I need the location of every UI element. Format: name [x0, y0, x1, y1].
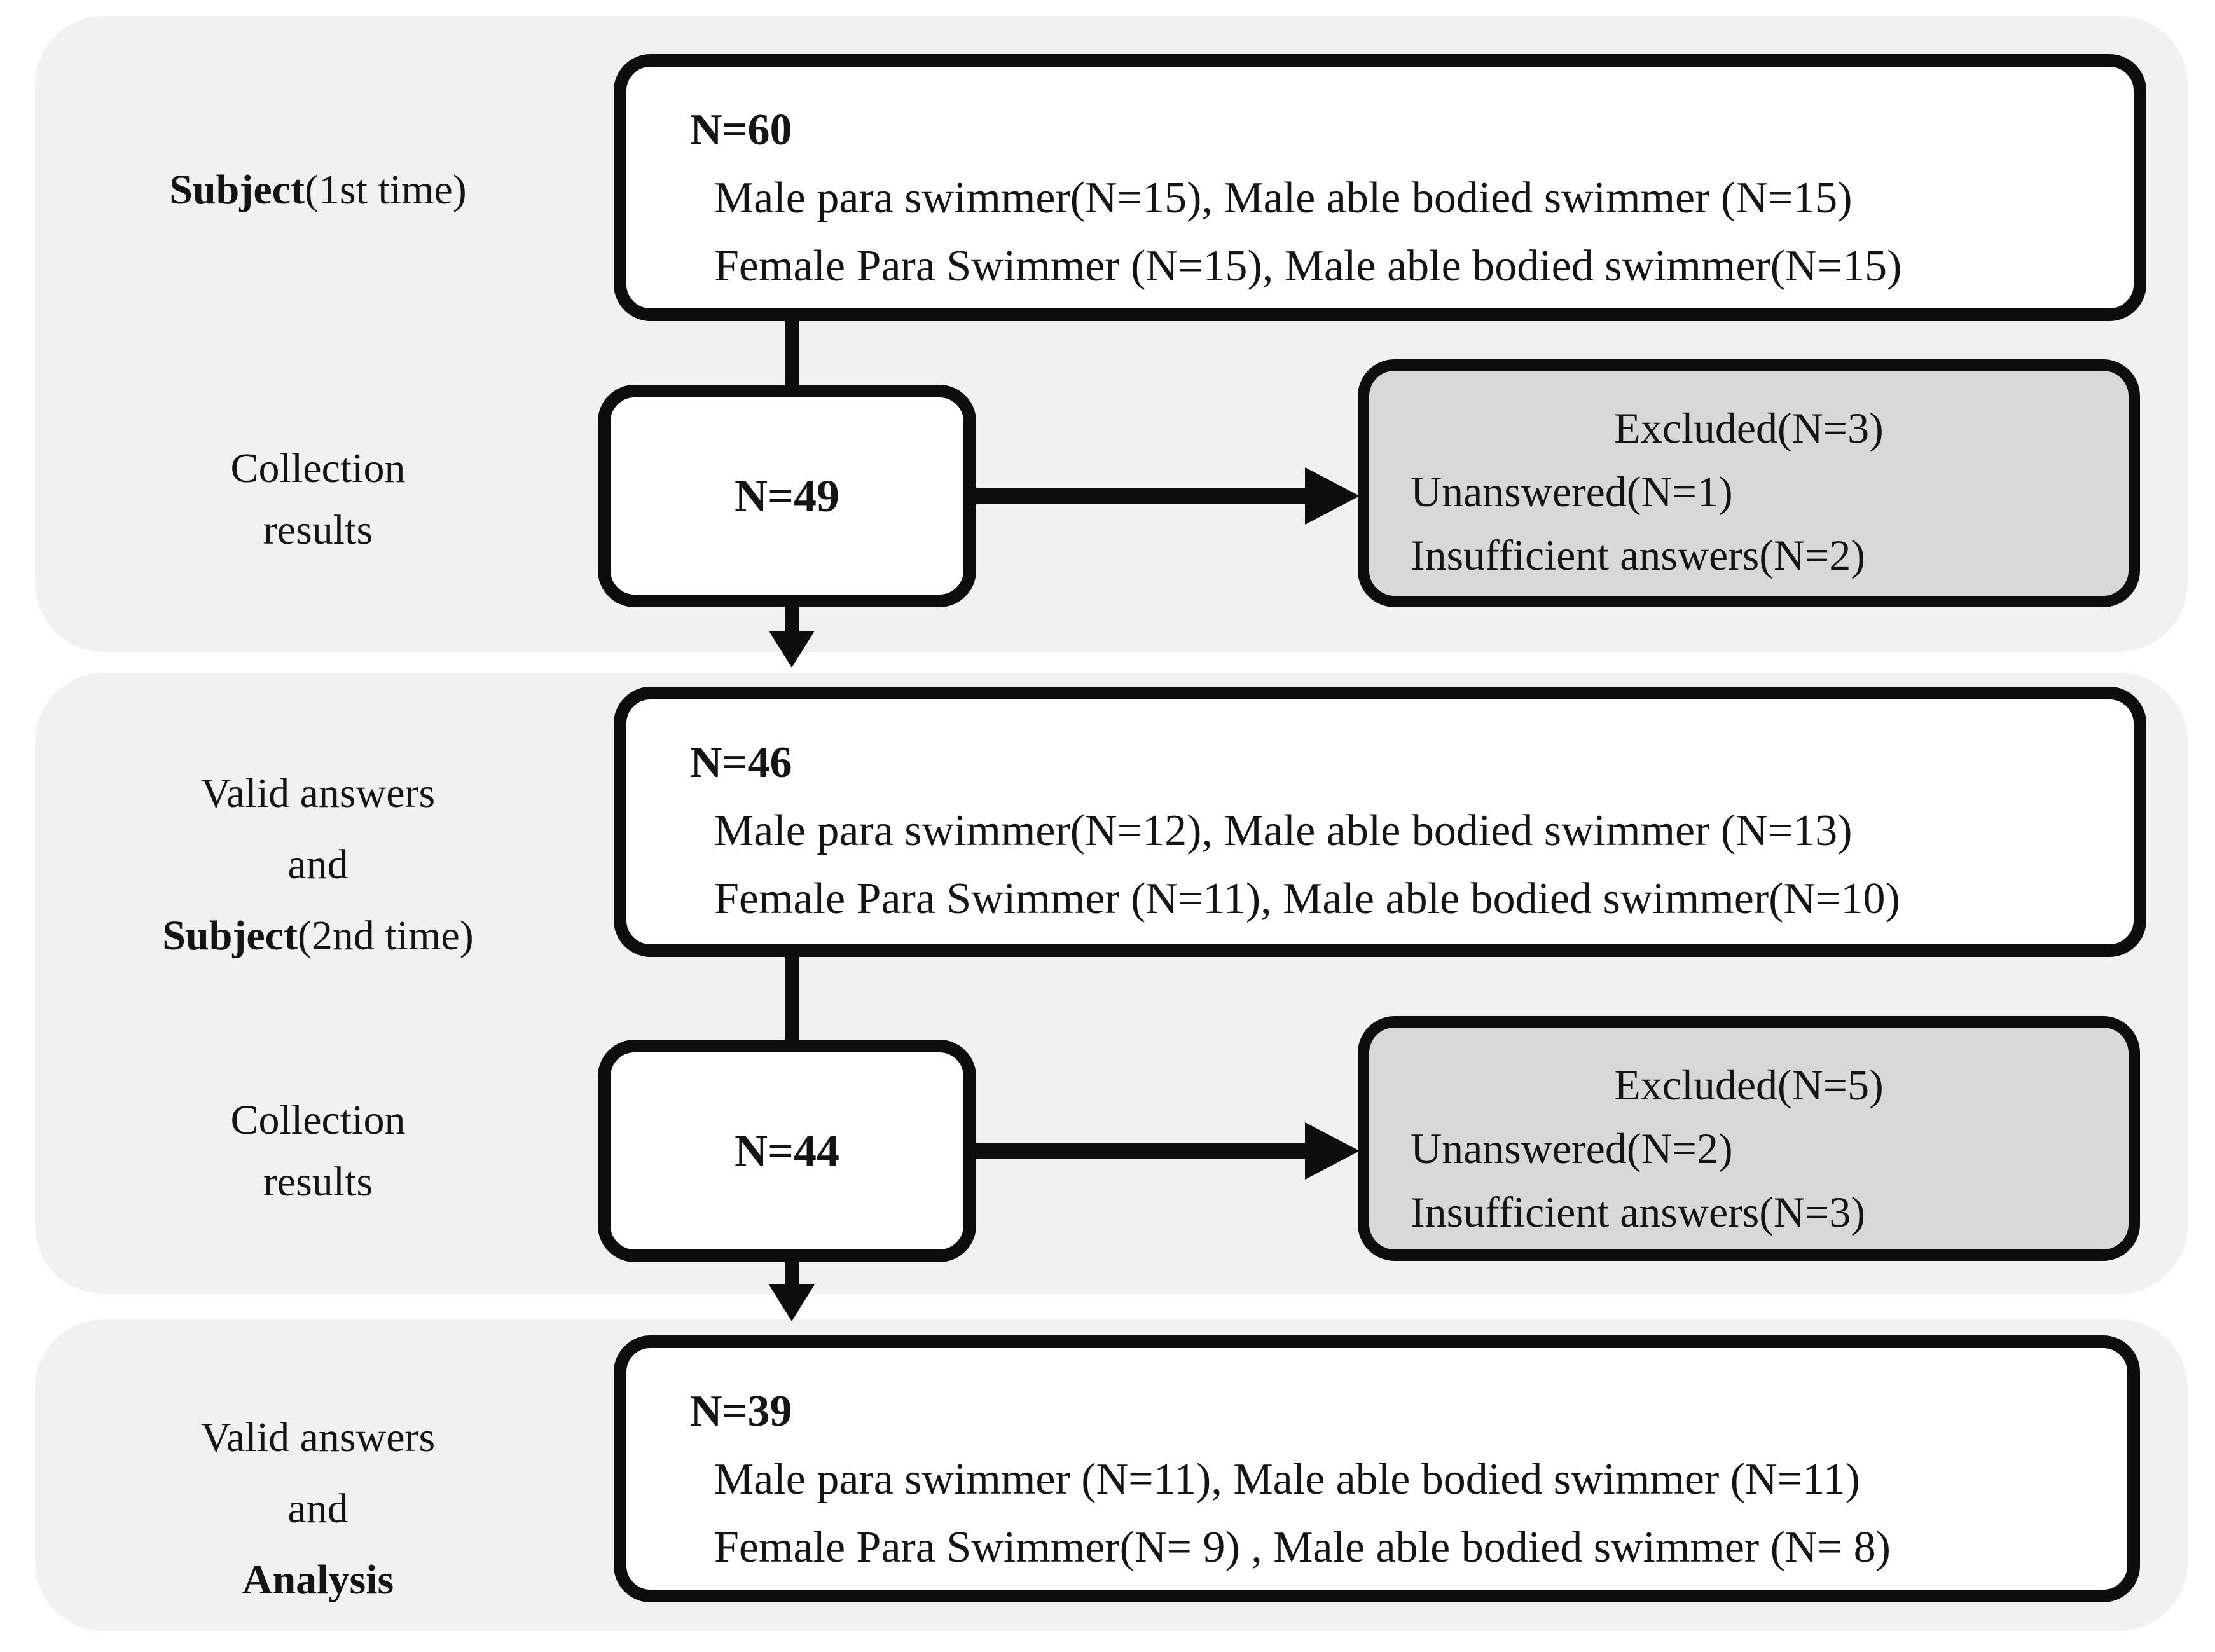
row-label-line: and: [287, 841, 348, 888]
arrowhead-into-excluded1: [1305, 467, 1360, 525]
row-label-subject-1st-time: Subject(1st time): [60, 155, 576, 226]
row-label-line: Collection: [230, 445, 406, 492]
label-subject2-bold: Subject: [162, 912, 298, 959]
box-n46-detail-male: Male para swimmer(N=12), Male able bodie…: [714, 806, 1853, 855]
label-subject-bold: Subject: [169, 167, 305, 213]
excluded2-reason-insufficient: Insufficient answers(N=3): [1411, 1188, 1865, 1236]
label-analysis-bold: Analysis: [242, 1557, 394, 1603]
row-label-collection-results-1: Collection results: [60, 437, 576, 561]
row-label-collection-results-2: Collection results: [60, 1089, 576, 1213]
box-n39-count: N=39: [690, 1387, 792, 1436]
connector-n44-to-excluded2-shaft: [967, 1143, 1313, 1159]
box-excluded-2nd: Excluded(N=5) Unanswered(N=2) Insufficie…: [1358, 1016, 2140, 1261]
box-valid-2nd-n46: N=46 Male para swimmer(N=12), Male able …: [614, 687, 2146, 957]
excluded1-title: Excluded(N=3): [1614, 404, 1884, 452]
box-n49-count: N=49: [734, 470, 840, 521]
label-subject2-rest: (2nd time): [297, 912, 474, 959]
connector-n49-to-excluded1-shaft: [967, 488, 1313, 504]
connector-n49-down-shaft: [785, 601, 799, 636]
box-collection-1st-n49: N=49: [598, 385, 976, 607]
arrowhead-down-to-section3: [769, 1284, 815, 1321]
box-collection-2nd-n44: N=44: [598, 1040, 976, 1262]
box-n60-detail-female: Female Para Swimmer (N=15), Male able bo…: [714, 242, 1902, 291]
box-valid-analysis-n39: N=39 Male para swimmer (N=11), Male able…: [614, 1335, 2140, 1602]
box-n60-detail-male: Male para swimmer(N=15), Male able bodie…: [714, 174, 1853, 223]
connector-n60-to-n49: [785, 315, 799, 391]
box-n46-count: N=46: [690, 738, 792, 787]
box-subject-1st-n60: N=60 Male para swimmer(N=15), Male able …: [614, 54, 2146, 321]
row-label-line: Collection: [230, 1097, 406, 1143]
excluded2-title: Excluded(N=5): [1614, 1061, 1884, 1109]
arrowhead-into-excluded2: [1305, 1122, 1360, 1180]
row-label-line: results: [263, 1159, 373, 1205]
row-label-line: results: [263, 507, 373, 553]
connector-n46-to-n44: [785, 951, 799, 1046]
connector-n44-down-shaft: [785, 1256, 799, 1288]
excluded2-reason-unanswered: Unanswered(N=2): [1411, 1124, 1733, 1173]
row-label-line: Subject(1st time): [60, 155, 576, 226]
row-label-line: Subject(2nd time): [60, 900, 576, 972]
box-n39-detail-female: Female Para Swimmer(N= 9) , Male able bo…: [714, 1523, 1891, 1572]
row-label-valid-answers-subject-2nd: Valid answers and Subject(2nd time): [60, 758, 576, 972]
label-subject-rest: (1st time): [304, 167, 467, 213]
arrowhead-down-to-section2: [769, 631, 815, 668]
box-n44-count: N=44: [734, 1125, 840, 1176]
excluded1-reason-unanswered: Unanswered(N=1): [1411, 467, 1733, 516]
row-label-line: and: [287, 1485, 348, 1532]
box-n39-detail-male: Male para swimmer (N=11), Male able bodi…: [714, 1455, 1860, 1504]
box-n60-count: N=60: [690, 106, 792, 155]
box-excluded-1st: Excluded(N=3) Unanswered(N=1) Insufficie…: [1358, 359, 2140, 607]
row-label-line: Valid answers: [200, 1414, 436, 1461]
row-label-line: Valid answers: [200, 770, 436, 816]
row-label-valid-answers-analysis: Valid answers and Analysis: [60, 1402, 576, 1616]
box-n46-detail-female: Female Para Swimmer (N=11), Male able bo…: [714, 874, 1900, 923]
excluded1-reason-insufficient: Insufficient answers(N=2): [1411, 531, 1865, 579]
